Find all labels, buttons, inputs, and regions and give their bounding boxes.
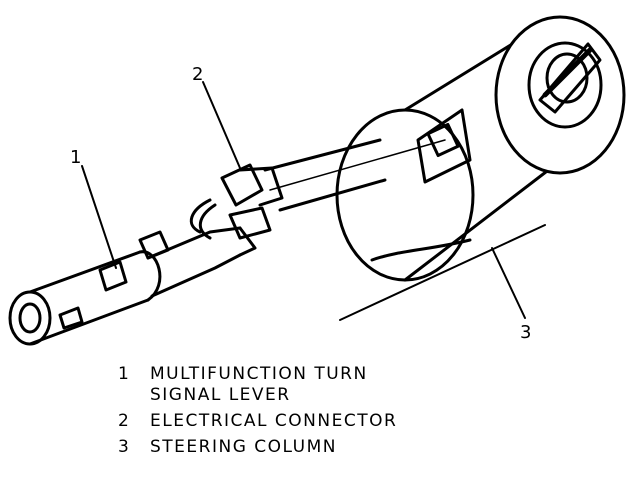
leader-lines bbox=[81, 81, 526, 319]
leader-line-2 bbox=[202, 81, 241, 169]
callout-2: 2 bbox=[192, 64, 203, 85]
turn-signal-lever bbox=[8, 226, 257, 346]
legend-label-line: SIGNAL LEVER bbox=[150, 385, 291, 405]
electrical-connector bbox=[189, 163, 284, 240]
legend-item-2: 2 ELECTRICAL CONNECTOR bbox=[118, 411, 397, 432]
legend-label-line: MULTIFUNCTION TURN bbox=[150, 364, 368, 384]
lever-shaft bbox=[263, 138, 446, 212]
legend-number: 2 bbox=[118, 411, 131, 431]
legend-item-1: 1 MULTIFUNCTION TURN SIGNAL LEVER bbox=[118, 364, 397, 406]
steering-column bbox=[335, 15, 626, 321]
legend-number: 3 bbox=[118, 437, 131, 457]
legend-label: MULTIFUNCTION TURN SIGNAL LEVER bbox=[150, 364, 368, 406]
callout-3: 3 bbox=[520, 322, 531, 343]
legend: 1 MULTIFUNCTION TURN SIGNAL LEVER 2 ELEC… bbox=[118, 364, 397, 458]
legend-item-3: 3 STEERING COLUMN bbox=[118, 437, 397, 458]
callout-1: 1 bbox=[70, 147, 81, 168]
leader-line-3 bbox=[491, 247, 526, 319]
legend-number: 1 bbox=[118, 364, 131, 384]
leader-line-1 bbox=[81, 165, 117, 269]
legend-label: ELECTRICAL CONNECTOR bbox=[150, 411, 398, 431]
legend-label: STEERING COLUMN bbox=[150, 437, 337, 457]
